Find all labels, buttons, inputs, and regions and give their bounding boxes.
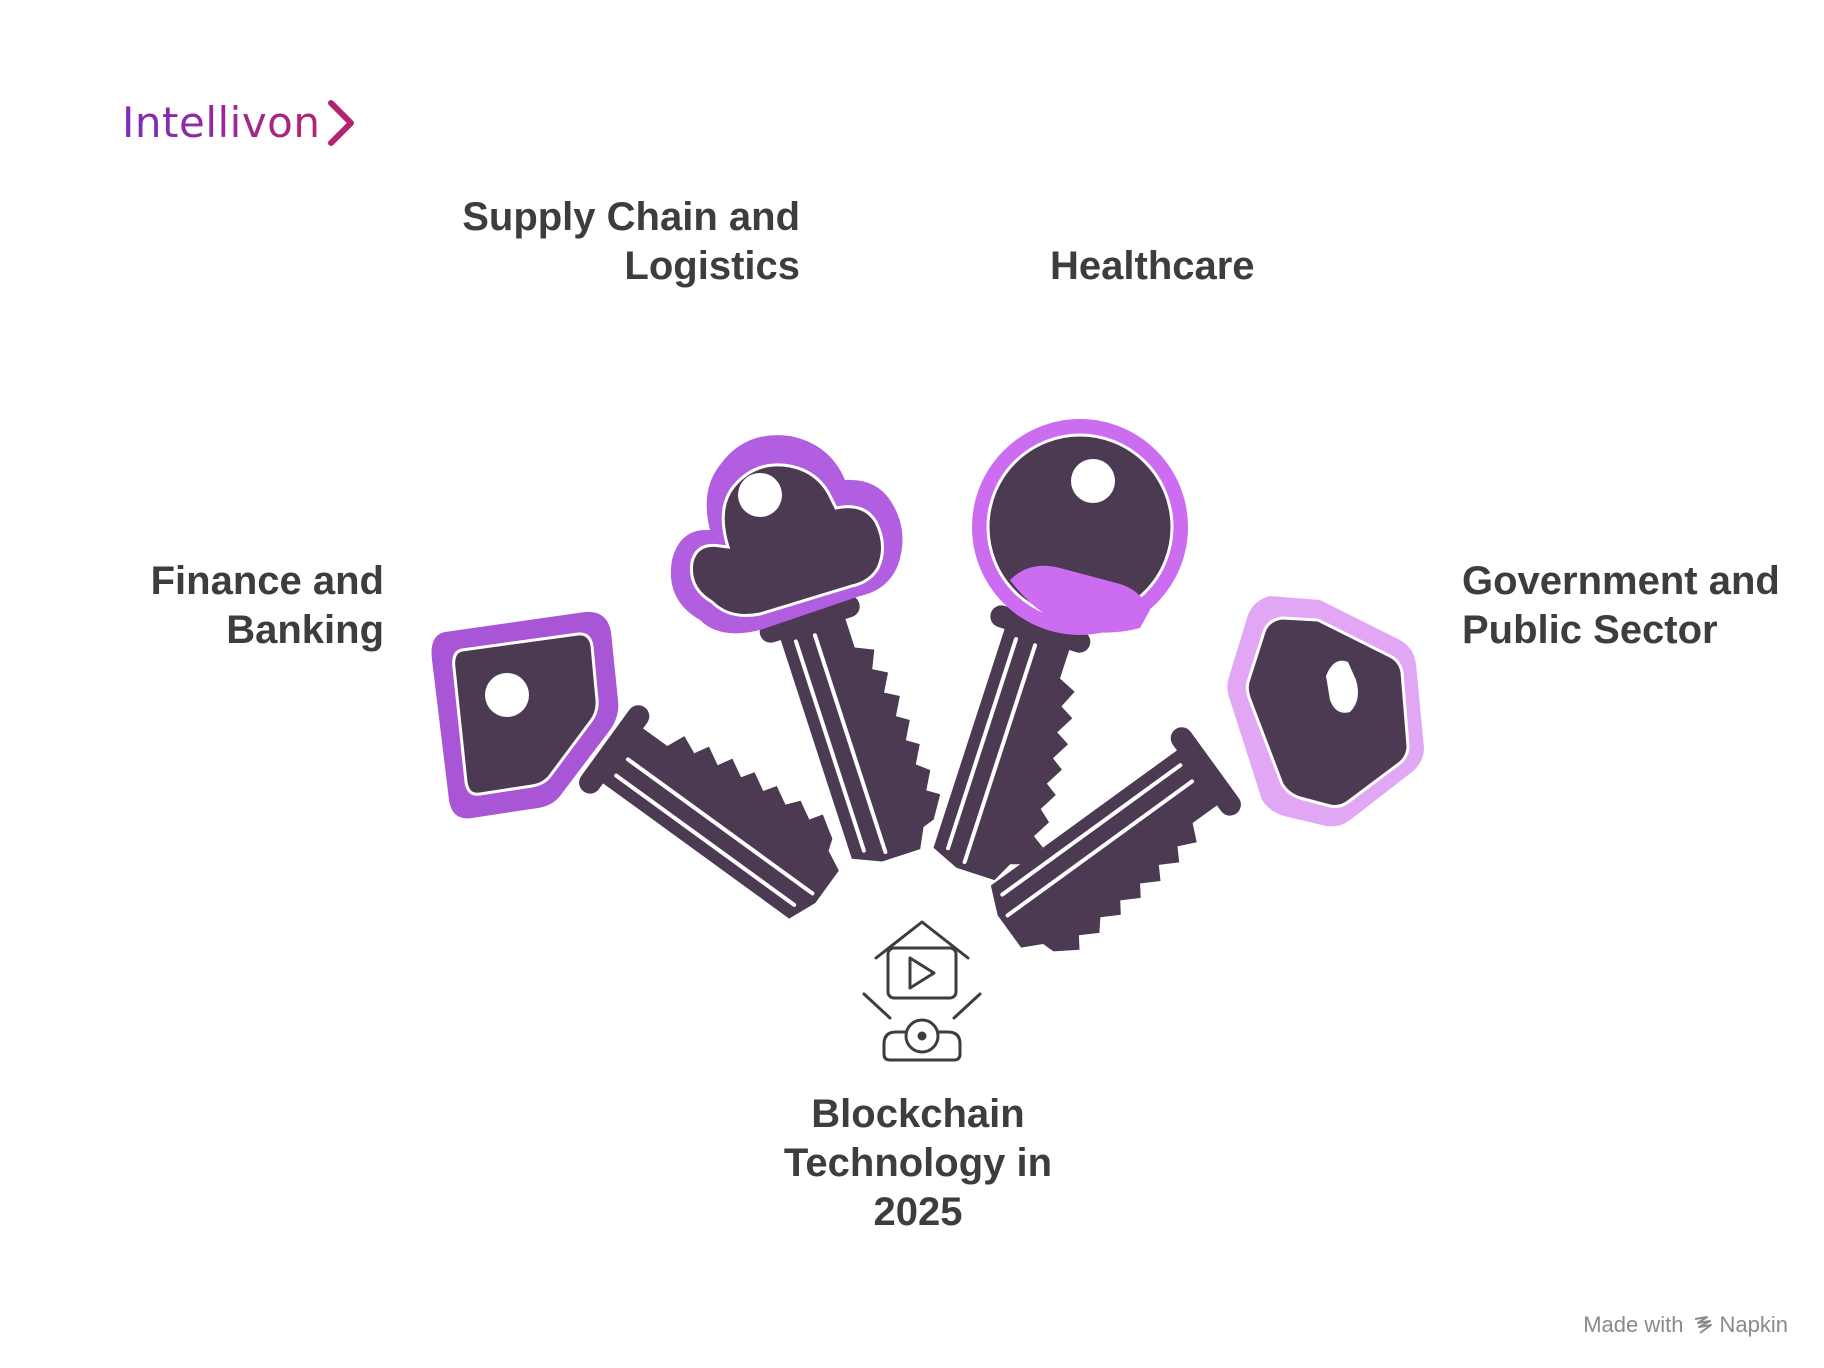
supply-chain-bow-icon <box>670 435 903 634</box>
label-line: Logistics <box>624 244 800 288</box>
label-line: Supply Chain and <box>462 195 800 239</box>
key-healthcare <box>910 419 1188 894</box>
government-bow-icon <box>1227 596 1424 827</box>
brand-logo: Intellivon <box>122 98 357 147</box>
label-center-topic: Blockchain Technology in 2025 <box>740 1090 1096 1237</box>
footer-attribution[interactable]: Made with Napkin <box>1583 1312 1788 1338</box>
label-line: Healthcare <box>1050 244 1255 288</box>
napkin-icon <box>1694 1316 1712 1334</box>
label-line: Public Sector <box>1462 608 1718 652</box>
label-line: Blockchain <box>811 1092 1025 1136</box>
label-line: Finance and <box>150 559 384 603</box>
label-healthcare: Healthcare <box>1050 242 1290 291</box>
finance-bow-icon <box>431 611 619 819</box>
house-play-unlock-icon <box>862 920 982 1062</box>
key-supply-chain <box>670 435 957 878</box>
label-line: 2025 <box>873 1190 963 1234</box>
label-line: Technology in <box>783 1141 1053 1185</box>
label-line: Government and <box>1462 559 1780 603</box>
label-government: Government and Public Sector <box>1462 557 1802 655</box>
label-finance: Finance and Banking <box>120 557 384 655</box>
brand-name: Intellivon <box>122 98 321 147</box>
footer-brand: Napkin <box>1719 1312 1788 1337</box>
label-supply-chain: Supply Chain and Logistics <box>420 193 800 291</box>
chevron-right-icon <box>327 99 354 146</box>
label-line: Banking <box>226 608 384 652</box>
healthcare-bow-icon <box>972 419 1188 635</box>
footer-made-with: Made with <box>1583 1312 1684 1337</box>
key-government <box>971 596 1424 977</box>
key-finance <box>431 611 860 940</box>
